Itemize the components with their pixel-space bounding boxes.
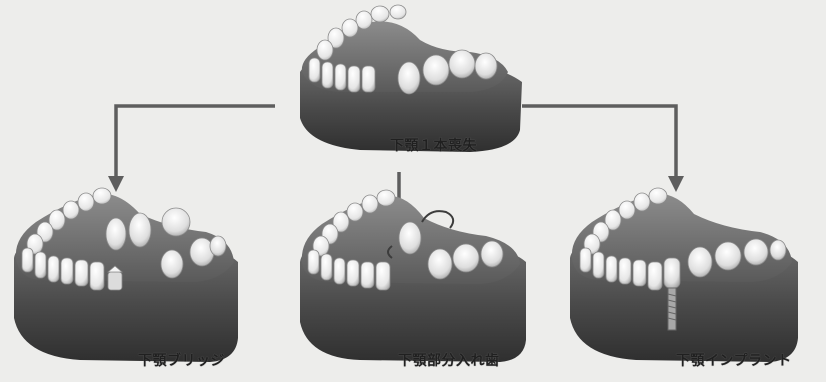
model-missing-tooth bbox=[300, 5, 522, 152]
caption-missing-tooth: 下顎１本喪失 bbox=[390, 135, 477, 155]
arrow-to-bridge bbox=[116, 106, 275, 180]
model-partial-denture bbox=[300, 190, 526, 362]
implant-post bbox=[668, 288, 676, 330]
arrowhead-bridge bbox=[108, 176, 124, 192]
arrow-to-implant bbox=[522, 106, 676, 180]
arrowhead-implant bbox=[668, 176, 684, 192]
implant-crown bbox=[664, 258, 680, 288]
caption-implant: 下顎インプラント bbox=[676, 350, 792, 370]
model-bridge bbox=[14, 188, 238, 362]
caption-bridge: 下顎ブリッジ bbox=[138, 350, 225, 370]
model-implant bbox=[570, 188, 798, 362]
caption-partial-denture: 下顎部分入れ歯 bbox=[398, 350, 500, 370]
